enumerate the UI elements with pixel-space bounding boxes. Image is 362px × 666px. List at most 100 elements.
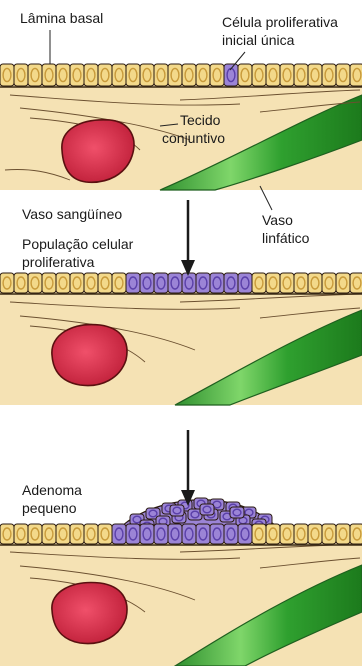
proliferative-cell xyxy=(224,524,238,544)
epithelial-cell xyxy=(0,273,14,293)
blood-vessel xyxy=(52,583,127,644)
proliferative-cell xyxy=(126,524,140,544)
label-population-2: proliferativa xyxy=(22,254,94,271)
label-adenoma-2: pequeno xyxy=(22,500,77,517)
epithelial-cell xyxy=(84,64,98,86)
epithelial-cell xyxy=(14,524,28,544)
epithelial-cell xyxy=(210,64,224,86)
proliferative-cell xyxy=(154,524,168,544)
label-adenoma-1: Adenoma xyxy=(22,482,82,499)
adenoma-cell xyxy=(170,505,184,516)
epithelial-cell xyxy=(308,524,322,544)
label-connective-2: conjuntivo xyxy=(162,130,225,147)
epithelial-cell xyxy=(336,64,350,86)
epithelial-cell xyxy=(294,524,308,544)
epithelial-cell xyxy=(14,273,28,293)
proliferative-cell xyxy=(154,273,168,293)
epithelial-cell xyxy=(182,64,196,86)
panel-2 xyxy=(0,273,362,405)
epithelial-cell xyxy=(56,273,70,293)
epithelial-cell xyxy=(56,524,70,544)
proliferative-cell xyxy=(196,273,210,293)
epithelial-cell xyxy=(252,64,266,86)
epithelial-cell xyxy=(98,524,112,544)
proliferative-cell xyxy=(196,524,210,544)
epithelial-cell xyxy=(28,273,42,293)
epithelium-row-3 xyxy=(0,524,362,544)
epithelial-cell xyxy=(56,64,70,86)
epithelial-cell xyxy=(42,273,56,293)
blood-vessel xyxy=(52,325,127,386)
epithelial-cell xyxy=(84,273,98,293)
epithelial-cell xyxy=(126,64,140,86)
proliferative-cell xyxy=(182,524,196,544)
epithelial-cell xyxy=(70,273,84,293)
adenoma-cell xyxy=(200,504,214,515)
epithelial-cell xyxy=(294,64,308,86)
proliferative-cell xyxy=(210,524,224,544)
epithelial-cell xyxy=(238,64,252,86)
proliferative-cell xyxy=(224,64,238,86)
epithelial-cell xyxy=(266,524,280,544)
proliferative-cell xyxy=(140,273,154,293)
epithelial-cell xyxy=(280,273,294,293)
proliferative-cell xyxy=(238,524,252,544)
proliferative-cell xyxy=(112,524,126,544)
epithelial-cell xyxy=(322,64,336,86)
proliferative-cell xyxy=(224,273,238,293)
label-lymph-2: linfático xyxy=(262,230,309,247)
epithelium-row-1 xyxy=(0,64,362,86)
epithelial-cell xyxy=(294,273,308,293)
label-initial-cell-2: inicial única xyxy=(222,32,294,49)
proliferative-cell xyxy=(168,273,182,293)
epithelial-cell xyxy=(42,524,56,544)
epithelial-cell xyxy=(322,524,336,544)
epithelial-cell xyxy=(280,64,294,86)
panel-3 xyxy=(0,498,362,666)
epithelial-cell xyxy=(266,273,280,293)
epithelial-cell xyxy=(336,524,350,544)
epithelial-cell xyxy=(336,273,350,293)
epithelial-cell xyxy=(168,64,182,86)
epithelial-cell xyxy=(140,64,154,86)
label-connective-1: Tecido xyxy=(180,112,220,129)
epithelial-cell xyxy=(308,64,322,86)
label-blood-vessel: Vaso sangüíneo xyxy=(22,206,122,223)
label-basal-lamina: Lâmina basal xyxy=(20,10,103,27)
epithelial-cell xyxy=(0,524,14,544)
proliferative-cell xyxy=(238,273,252,293)
epithelial-cell xyxy=(280,524,294,544)
epithelial-cell xyxy=(350,273,362,293)
epithelial-cell xyxy=(112,64,126,86)
epithelial-cell xyxy=(252,524,266,544)
epithelial-cell xyxy=(28,64,42,86)
epithelial-cell xyxy=(28,524,42,544)
epithelial-cell xyxy=(70,64,84,86)
epithelial-cell xyxy=(350,524,362,544)
proliferative-cell xyxy=(126,273,140,293)
epithelial-cell xyxy=(154,64,168,86)
label-initial-cell-1: Célula proliferativa xyxy=(222,14,338,31)
epithelial-cell xyxy=(196,64,210,86)
epithelial-cell xyxy=(112,273,126,293)
epithelial-cell xyxy=(98,64,112,86)
epithelial-cell xyxy=(350,64,362,86)
label-lymph-1: Vaso xyxy=(262,212,293,229)
epithelium-row-2 xyxy=(0,273,362,293)
epithelial-cell xyxy=(70,524,84,544)
epithelial-cell xyxy=(252,273,266,293)
epithelial-cell xyxy=(42,64,56,86)
epithelial-cell xyxy=(322,273,336,293)
proliferative-cell xyxy=(140,524,154,544)
proliferative-cell xyxy=(210,273,224,293)
adenoma-cell xyxy=(230,507,244,518)
epithelial-cell xyxy=(0,64,14,86)
label-population-1: População celular xyxy=(22,236,133,253)
proliferative-cell xyxy=(168,524,182,544)
epithelial-cell xyxy=(308,273,322,293)
arrow-1 xyxy=(181,200,195,276)
epithelial-cell xyxy=(98,273,112,293)
proliferative-cell xyxy=(182,273,196,293)
arrow-2 xyxy=(181,430,195,506)
